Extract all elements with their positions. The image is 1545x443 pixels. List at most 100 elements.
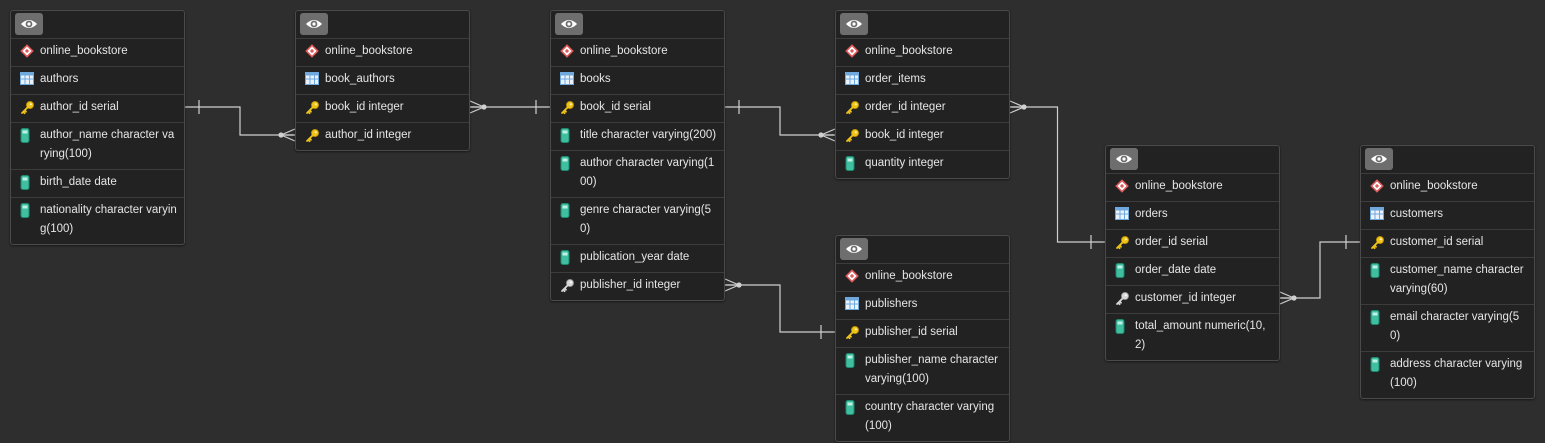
schema-row[interactable]: online_bookstore (1361, 174, 1534, 202)
column-row-label: author_name character varying(100) (40, 129, 175, 160)
eye-icon[interactable] (1365, 148, 1393, 170)
schema-row-label: online_bookstore (40, 45, 128, 57)
column-row[interactable]: customer_id integer (1106, 286, 1279, 314)
column-row[interactable]: order_id integer (836, 95, 1009, 123)
table-name-row[interactable]: customers (1361, 202, 1534, 230)
table-name-row[interactable]: order_items (836, 67, 1009, 95)
column-row-label: title character varying(200) (580, 129, 717, 141)
column-row[interactable]: genre character varying(50) (551, 198, 724, 245)
column-icon (1370, 357, 1384, 372)
column-row-label: author character varying(100) (580, 157, 715, 188)
primary-key-icon (1115, 235, 1129, 250)
schema-row[interactable]: online_bookstore (11, 39, 184, 67)
table-icon (845, 297, 859, 312)
column-row[interactable]: publication_year date (551, 245, 724, 273)
column-row[interactable]: address character varying(100) (1361, 352, 1534, 398)
primary-key-icon (1370, 235, 1384, 250)
column-row[interactable]: order_id serial (1106, 230, 1279, 258)
eye-icon[interactable] (1110, 148, 1138, 170)
table-name-row[interactable]: orders (1106, 202, 1279, 230)
table-node-customers[interactable]: online_bookstore customers customer_id ser… (1360, 145, 1535, 399)
table-name-row-label: customers (1390, 208, 1444, 220)
table-name-row[interactable]: publishers (836, 292, 1009, 320)
column-row-label: total_amount numeric(10,2) (1135, 320, 1266, 351)
relationship-line (1010, 106, 1105, 243)
table-name-row[interactable]: authors (11, 67, 184, 95)
relationship-line (1280, 241, 1360, 299)
column-icon (845, 353, 859, 368)
schema-row[interactable]: online_bookstore (836, 39, 1009, 67)
schema-row[interactable]: online_bookstore (551, 39, 724, 67)
primary-key-icon (845, 325, 859, 340)
column-row[interactable]: book_id serial (551, 95, 724, 123)
column-row[interactable]: total_amount numeric(10,2) (1106, 314, 1279, 360)
table-name-row-label: orders (1135, 208, 1168, 220)
column-icon (560, 156, 574, 171)
column-row[interactable]: customer_name character varying(60) (1361, 258, 1534, 305)
node-header (836, 236, 1009, 264)
column-row[interactable]: book_id integer (836, 123, 1009, 151)
table-name-row[interactable]: books (551, 67, 724, 95)
table-name-row-label: order_items (865, 73, 926, 85)
schema-row[interactable]: online_bookstore (296, 39, 469, 67)
column-row[interactable]: publisher_id serial (836, 320, 1009, 348)
table-name-row[interactable]: book_authors (296, 67, 469, 95)
node-header (836, 11, 1009, 39)
schema-row[interactable]: online_bookstore (1106, 174, 1279, 202)
table-node-order-items[interactable]: online_bookstore order_items order_id inte… (835, 10, 1010, 179)
eye-icon[interactable] (555, 13, 583, 35)
primary-key-icon (845, 128, 859, 143)
column-row[interactable]: title character varying(200) (551, 123, 724, 151)
column-row-label: publication_year date (580, 251, 690, 263)
table-name-row-label: book_authors (325, 73, 395, 85)
eye-icon[interactable] (300, 13, 328, 35)
column-row[interactable]: country character varying(100) (836, 395, 1009, 441)
column-row-label: customer_id integer (1135, 292, 1236, 304)
column-icon (845, 400, 859, 415)
column-icon (560, 128, 574, 143)
column-row-label: address character varying(100) (1390, 358, 1523, 389)
column-row[interactable]: author_id serial (11, 95, 184, 123)
column-row[interactable]: order_date date (1106, 258, 1279, 286)
column-row[interactable]: publisher_name character varying(100) (836, 348, 1009, 395)
column-icon (20, 203, 34, 218)
primary-key-icon (305, 128, 319, 143)
column-icon (1370, 310, 1384, 325)
column-row[interactable]: author_id integer (296, 123, 469, 150)
eye-icon[interactable] (840, 13, 868, 35)
schema-row-label: online_bookstore (580, 45, 668, 57)
many-cardinality-mark (1279, 291, 1297, 305)
table-node-publishers[interactable]: online_bookstore publishers publisher_id s… (835, 235, 1010, 442)
schema-icon (20, 44, 34, 59)
column-row[interactable]: nationality character varying(100) (11, 198, 184, 244)
column-row[interactable]: customer_id serial (1361, 230, 1534, 258)
table-name-row-label: publishers (865, 298, 918, 310)
column-row-label: birth_date date (40, 176, 117, 188)
column-row[interactable]: author character varying(100) (551, 151, 724, 198)
eye-icon[interactable] (15, 13, 43, 35)
column-row[interactable]: book_id integer (296, 95, 469, 123)
schema-row[interactable]: online_bookstore (836, 264, 1009, 292)
primary-key-icon (560, 100, 574, 115)
eye-icon[interactable] (840, 238, 868, 260)
column-row[interactable]: quantity integer (836, 151, 1009, 178)
relationship-line (725, 106, 835, 136)
column-row[interactable]: email character varying(50) (1361, 305, 1534, 352)
table-node-book-authors[interactable]: online_bookstore book_authors book_id inte… (295, 10, 470, 151)
column-row-label: order_date date (1135, 264, 1217, 276)
column-row[interactable]: author_name character varying(100) (11, 123, 184, 170)
column-icon (845, 156, 859, 171)
many-cardinality-mark (469, 100, 487, 114)
column-row[interactable]: publisher_id integer (551, 273, 724, 300)
foreign-key-icon (1115, 291, 1129, 306)
column-row-label: quantity integer (865, 157, 944, 169)
table-icon (1370, 207, 1384, 222)
node-header (11, 11, 184, 39)
node-header (296, 11, 469, 39)
column-row-label: author_id serial (40, 101, 119, 113)
column-row[interactable]: birth_date date (11, 170, 184, 198)
